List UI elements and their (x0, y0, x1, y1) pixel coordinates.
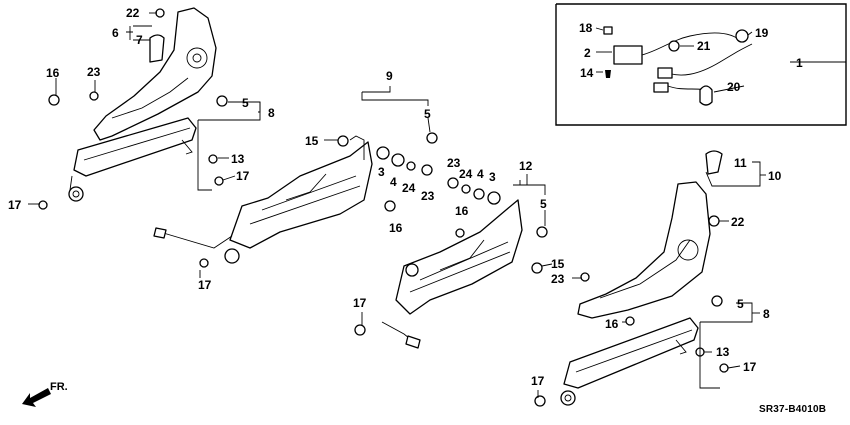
callout-10: 10 (768, 169, 782, 183)
callout-23: 23 (87, 65, 101, 79)
callout-8: 8 (268, 106, 275, 120)
callout-6: 6 (112, 26, 119, 40)
callout-24: 24 (402, 181, 416, 195)
right-lower-rail (560, 317, 699, 406)
harness-kit-inset (555, 3, 847, 126)
callout-3: 3 (378, 165, 385, 179)
center-left-adjuster (153, 135, 373, 264)
callout-5: 5 (737, 297, 744, 311)
diagram-code: SR37-B4010B (759, 404, 826, 415)
callout-14: 14 (580, 66, 594, 80)
callout-18: 18 (579, 21, 593, 35)
callout-12: 12 (519, 159, 533, 173)
callout-1: 1 (796, 56, 803, 70)
callout-16: 16 (46, 66, 60, 80)
callout-8: 8 (763, 307, 770, 321)
callout-2: 2 (584, 46, 591, 60)
callout-17: 17 (198, 278, 212, 292)
callout-labels: 22 6 7 16 23 5 8 13 17 17 9 15 5 3 4 24 … (8, 6, 803, 388)
cover-11 (705, 150, 723, 175)
callout-16: 16 (389, 221, 403, 235)
callout-17: 17 (531, 374, 545, 388)
callout-16: 16 (455, 204, 469, 218)
callout-7: 7 (136, 33, 143, 47)
callout-5: 5 (242, 96, 249, 110)
clip-18 (603, 26, 613, 35)
center-right-adjuster (381, 199, 523, 349)
callout-17: 17 (353, 296, 367, 310)
callout-15: 15 (305, 134, 319, 148)
callout-9: 9 (386, 69, 393, 83)
callout-17: 17 (8, 198, 22, 212)
front-label: FR. (50, 381, 68, 393)
callout-22: 22 (126, 6, 140, 20)
fasteners (38, 91, 729, 407)
callout-4: 4 (390, 175, 397, 189)
callout-13: 13 (231, 152, 245, 166)
left-recliner (93, 7, 217, 141)
callout-23: 23 (551, 272, 565, 286)
callout-15: 15 (551, 257, 565, 271)
callout-3: 3 (489, 170, 496, 184)
callout-19: 19 (755, 26, 769, 40)
callout-13: 13 (716, 345, 730, 359)
callout-23: 23 (447, 156, 461, 170)
callout-23: 23 (421, 189, 435, 203)
leader-lines (28, 12, 846, 398)
callout-17: 17 (743, 360, 757, 374)
callout-16: 16 (605, 317, 619, 331)
front-arrow-icon (22, 388, 51, 407)
callout-24: 24 (459, 167, 473, 181)
left-upper-rail (68, 117, 197, 202)
callout-17: 17 (236, 169, 250, 183)
control-unit (613, 45, 643, 65)
callout-22: 22 (731, 215, 745, 229)
callout-11: 11 (734, 156, 747, 170)
front-direction-indicator: FR. (22, 381, 68, 407)
right-recliner (577, 150, 723, 319)
callout-4: 4 (477, 167, 484, 181)
callout-5: 5 (540, 197, 547, 211)
callout-20: 20 (727, 80, 741, 94)
callout-21: 21 (697, 39, 711, 53)
callout-5: 5 (424, 107, 431, 121)
